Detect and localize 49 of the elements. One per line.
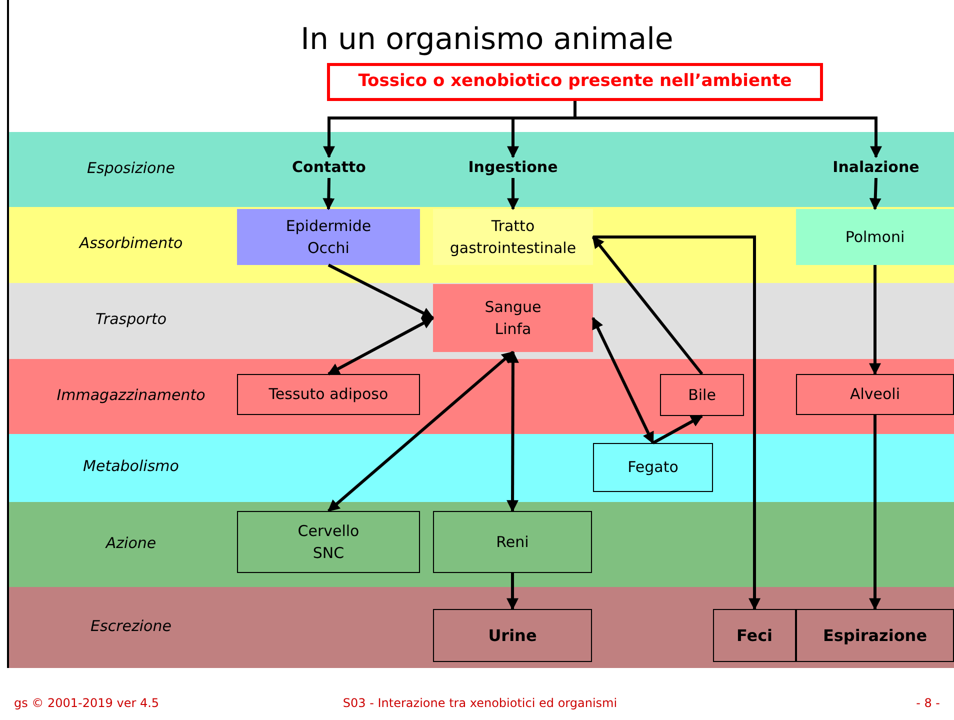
excretion-box: Espirazione — [796, 609, 954, 662]
footer-text: S03 - Interazione tra xenobiotici ed organismi — [342, 696, 618, 710]
band — [8, 434, 954, 502]
organ-box: Polmoni — [796, 209, 954, 265]
exposure-route-label: Ingestione — [458, 157, 568, 178]
row-label: Escrezione — [90, 616, 172, 634]
band — [8, 132, 954, 207]
arrow — [593, 236, 760, 610]
band — [8, 283, 954, 359]
organ-box: Fegato — [593, 443, 713, 492]
arrow — [507, 178, 519, 210]
organ-box: Cervello SNC — [237, 511, 420, 573]
arrow — [592, 316, 654, 444]
organ-box: Reni — [433, 511, 592, 573]
organ-box: Bile — [660, 374, 744, 416]
row-label: Assorbimento — [78, 234, 184, 252]
arrow — [574, 101, 882, 158]
band — [8, 359, 954, 434]
exposure-route-label: Contatto — [279, 157, 379, 178]
exposure-route-label: Inalazione — [821, 157, 931, 178]
organ-box: Tratto gastrointestinale — [433, 209, 593, 265]
row-label: Immagazzinamento — [56, 386, 206, 404]
band — [8, 207, 954, 283]
arrow — [328, 264, 434, 320]
band — [8, 502, 954, 587]
row-label: Azione — [104, 534, 158, 552]
arrow — [506, 350, 519, 512]
footer-text: gs © 2001-2019 ver 4.5 — [14, 696, 160, 710]
footer-text: - 8 - — [916, 696, 940, 710]
arrow — [322, 178, 335, 210]
organ-box: Sangue Linfa — [433, 284, 593, 352]
slide-title: In un organismo animale — [300, 22, 674, 57]
arrow — [652, 414, 704, 444]
row-label: Metabolismo — [82, 457, 180, 475]
organ-box: Epidermide Occhi — [237, 209, 420, 265]
excretion-box: Urine — [433, 609, 592, 662]
arrow — [327, 316, 434, 376]
arrow — [506, 573, 518, 610]
organ-box: Tessuto adiposo — [237, 374, 420, 415]
excretion-box: Feci — [713, 609, 796, 662]
organ-box: Alveoli — [796, 374, 954, 415]
row-label: Esposizione — [86, 158, 176, 176]
arrow — [869, 178, 882, 210]
arrow — [328, 350, 514, 512]
arrow — [869, 415, 881, 610]
band — [8, 587, 954, 668]
source-box: Tossico o xenobiotico presente nell’ambiente — [327, 63, 823, 101]
row-label: Trasporto — [94, 310, 168, 328]
arrow — [869, 265, 881, 376]
